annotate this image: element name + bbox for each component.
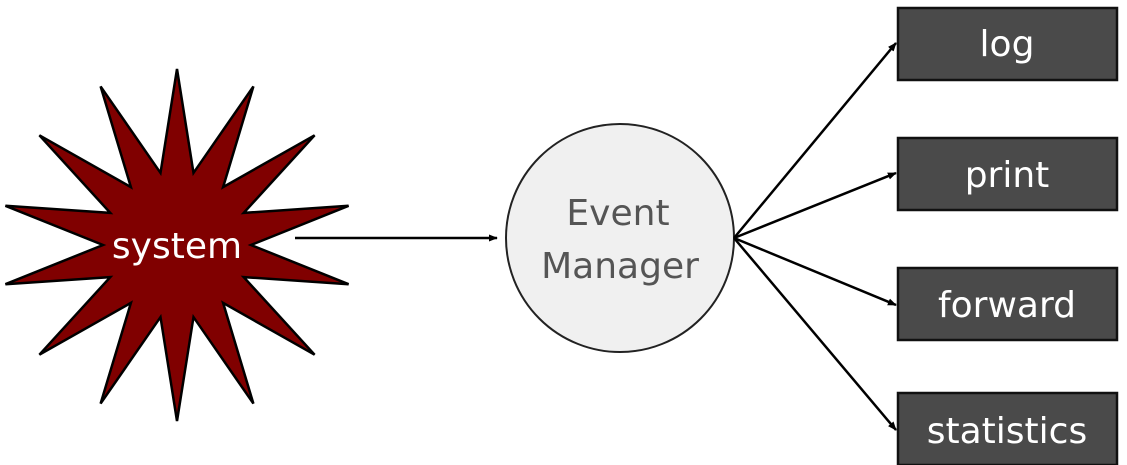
output-box	[896, 266, 1119, 342]
output-box	[896, 391, 1119, 465]
system-label: system	[112, 226, 242, 267]
starburst-shape	[4, 68, 350, 422]
output-label: print	[965, 155, 1050, 196]
arrow-manager-to-print	[733, 171, 897, 240]
output-label: log	[980, 24, 1035, 65]
output-box	[896, 6, 1119, 82]
output-label: statistics	[927, 411, 1087, 452]
output-print: print	[896, 136, 1119, 212]
event-manager-label-line2: Manager	[541, 246, 699, 287]
output-box	[896, 136, 1119, 212]
output-log: log	[896, 6, 1119, 82]
arrow-manager-to-statistics	[733, 237, 897, 431]
output-statistics: statistics	[896, 391, 1119, 465]
system-node: system	[4, 68, 350, 422]
event-manager-node: Event Manager	[505, 123, 735, 353]
output-forward: forward	[896, 266, 1119, 342]
arrow-manager-to-forward	[733, 236, 897, 307]
event-manager-label-line1: Event	[566, 193, 669, 234]
arrow-manager-to-log	[733, 42, 897, 239]
output-label: forward	[938, 285, 1076, 326]
event-manager-circle	[505, 123, 735, 353]
